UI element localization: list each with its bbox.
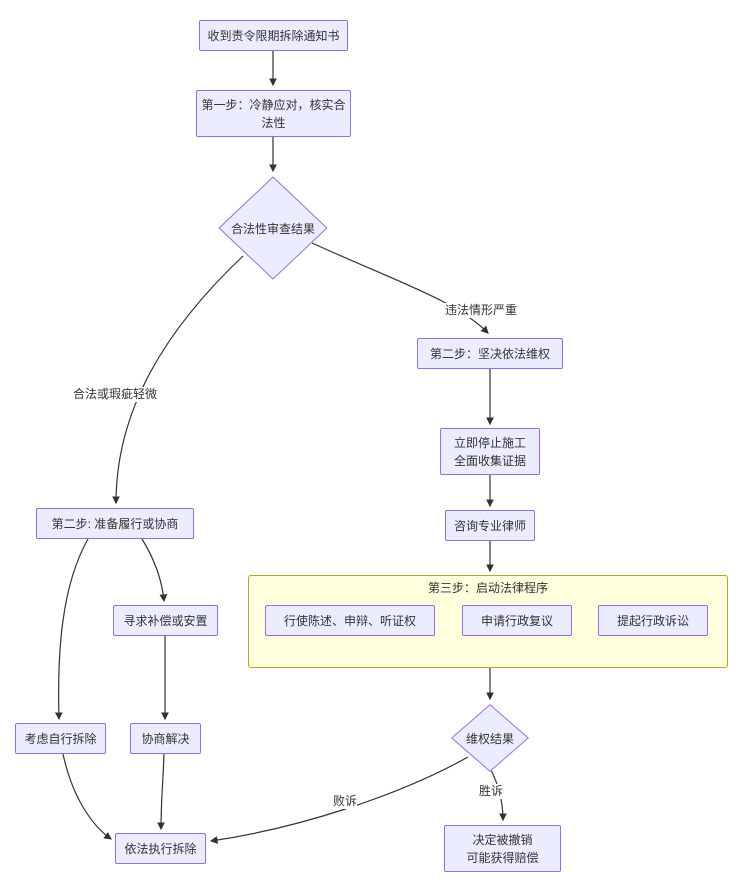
edge-self-demolish bbox=[62, 753, 112, 840]
edge-prepare-compensation bbox=[141, 538, 168, 603]
node-negotiate-label: 协商解决 bbox=[141, 731, 190, 746]
node-statement-rights-label: 行使陈述、申辩、听证权 bbox=[283, 613, 416, 628]
edge-label-legal-minor: 合法或瑕疵轻微 bbox=[73, 387, 158, 402]
edge-prepare-self bbox=[54, 538, 89, 721]
node-defend: 第二步：坚决依法维权 bbox=[417, 338, 563, 369]
node-lawyer-label: 咨询专业律师 bbox=[453, 518, 526, 533]
node-defend-label: 第二步：坚决依法维权 bbox=[429, 346, 550, 361]
node-prepare: 第二步: 准备履行或协商 bbox=[36, 508, 194, 539]
node-notice-label: 收到责令限期拆除通知书 bbox=[207, 28, 340, 43]
diamond-shape bbox=[451, 704, 529, 772]
node-compensation-label: 寻求补偿或安置 bbox=[123, 613, 208, 628]
edge-label-lose: 败诉 bbox=[333, 794, 358, 809]
edge-negotiate-demolish bbox=[157, 753, 165, 831]
edge-review-defend bbox=[311, 242, 489, 334]
edge-review-prepare bbox=[112, 255, 244, 505]
node-review-decision: 合法性审查结果 bbox=[218, 176, 328, 280]
node-litigation-label: 提起行政诉讼 bbox=[616, 613, 689, 628]
node-review-label: 合法性审查结果 bbox=[230, 221, 315, 236]
node-step1: 第一步：冷静应对，核实合法性 bbox=[196, 90, 351, 137]
edge-label-win: 胜诉 bbox=[479, 784, 504, 799]
diamond-shape bbox=[218, 176, 328, 280]
node-lawyer: 咨询专业律师 bbox=[445, 510, 535, 541]
node-result-decision: 维权结果 bbox=[451, 704, 529, 772]
subgraph-title: 第三步：启动法律程序 bbox=[427, 581, 548, 595]
node-step1-label: 第一步：冷静应对，核实合法性 bbox=[201, 97, 346, 130]
node-reconsideration-label: 申请行政复议 bbox=[480, 613, 553, 628]
node-notice: 收到责令限期拆除通知书 bbox=[199, 20, 348, 51]
edge-label-illegal-severe: 违法情形严重 bbox=[445, 303, 518, 318]
node-result-label: 维权结果 bbox=[465, 731, 514, 746]
node-prepare-label: 第二步: 准备履行或协商 bbox=[51, 516, 179, 531]
node-revoked-label: 决定被撤销 可能获得赔偿 bbox=[466, 832, 539, 865]
node-self-demolish-label: 考虑自行拆除 bbox=[24, 731, 97, 746]
node-litigation: 提起行政诉讼 bbox=[598, 605, 708, 636]
node-revoked: 决定被撤销 可能获得赔偿 bbox=[444, 825, 561, 872]
node-demolish: 依法执行拆除 bbox=[115, 833, 206, 864]
node-self-demolish: 考虑自行拆除 bbox=[15, 723, 106, 754]
node-negotiate: 协商解决 bbox=[130, 723, 201, 754]
node-stop-collect: 立即停止施工 全面收集证据 bbox=[440, 428, 540, 475]
node-reconsideration: 申请行政复议 bbox=[462, 605, 572, 636]
node-statement-rights: 行使陈述、申辩、听证权 bbox=[265, 605, 435, 636]
node-stop-collect-label: 立即停止施工 全面收集证据 bbox=[453, 435, 526, 468]
node-compensation: 寻求补偿或安置 bbox=[113, 605, 218, 636]
node-demolish-label: 依法执行拆除 bbox=[124, 841, 197, 856]
